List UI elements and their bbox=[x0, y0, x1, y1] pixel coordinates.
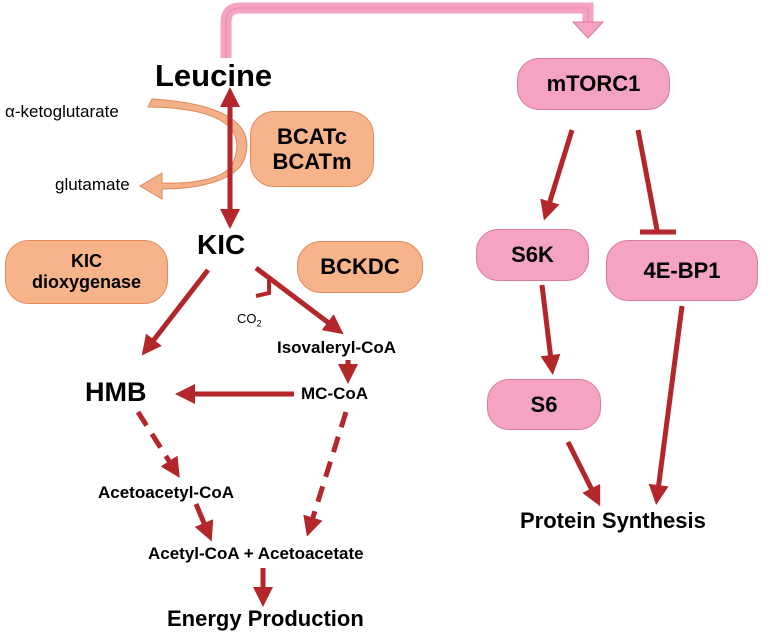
acetyl-coa-acetoacetate-label: Acetyl-CoA + Acetoacetate bbox=[148, 544, 364, 563]
mtorc1-4ebp1-inhibition bbox=[635, 129, 660, 231]
mc-coa-label: MC-CoA bbox=[301, 384, 369, 403]
hmb-acetoacetyl-arrow bbox=[135, 410, 180, 478]
energy-production-label: Energy Production bbox=[167, 606, 364, 631]
4ebp1-node: 4E-BP1 bbox=[606, 240, 758, 301]
acetoacetyl-acetylcoa-arrow bbox=[193, 503, 214, 542]
kic-dioxygenase-line2: dioxygenase bbox=[31, 272, 142, 292]
mtorc1-node: mTORC1 bbox=[517, 58, 670, 110]
co2-label: CO2 bbox=[237, 312, 262, 329]
bcatm-label: BCATm bbox=[272, 149, 352, 174]
leucine-label: Leucine bbox=[155, 58, 273, 93]
leucine-to-mtorc1-outline bbox=[225, 7, 589, 58]
mtorc1-connector-head bbox=[571, 21, 605, 39]
s6-protein-arrow bbox=[565, 440, 601, 507]
protein-synthesis-label: Protein Synthesis bbox=[520, 508, 706, 533]
4ebp1-protein-arrow bbox=[648, 305, 685, 505]
co2-release-arrow bbox=[255, 280, 271, 298]
mtorc1-s6k-arrow bbox=[540, 129, 575, 221]
s6k-node: S6K bbox=[476, 229, 589, 281]
bckdc-enzyme-box: BCKDC bbox=[297, 241, 423, 293]
co2-text: CO bbox=[237, 311, 257, 326]
bcatc-label: BCATc bbox=[276, 123, 348, 149]
bcat-enzyme-box: BCATc BCATm bbox=[250, 111, 374, 187]
kic-hmb-arrow bbox=[141, 268, 210, 356]
co2-subscript: 2 bbox=[256, 318, 262, 329]
hmb-label: HMB bbox=[85, 377, 147, 407]
leucine-to-mtorc1-connector bbox=[220, 2, 594, 58]
kic-dioxygenase-box: KIC dioxygenase bbox=[5, 240, 168, 304]
mccoa-acetylcoa-arrow bbox=[303, 411, 349, 537]
s6k-s6-arrow bbox=[539, 284, 561, 375]
acetoacetyl-coa-label: Acetoacetyl-CoA bbox=[98, 483, 235, 502]
s6-node: S6 bbox=[487, 379, 601, 430]
kic-dioxygenase-line1: KIC bbox=[71, 251, 102, 272]
kic-isovaleryl-arrow bbox=[254, 266, 344, 335]
alpha-ketoglutarate-label: α-ketoglutarate bbox=[5, 102, 119, 121]
glutamate-label: glutamate bbox=[55, 175, 130, 194]
kic-label: KIC bbox=[197, 229, 246, 260]
isovaleryl-coa-label: Isovaleryl-CoA bbox=[277, 338, 397, 357]
